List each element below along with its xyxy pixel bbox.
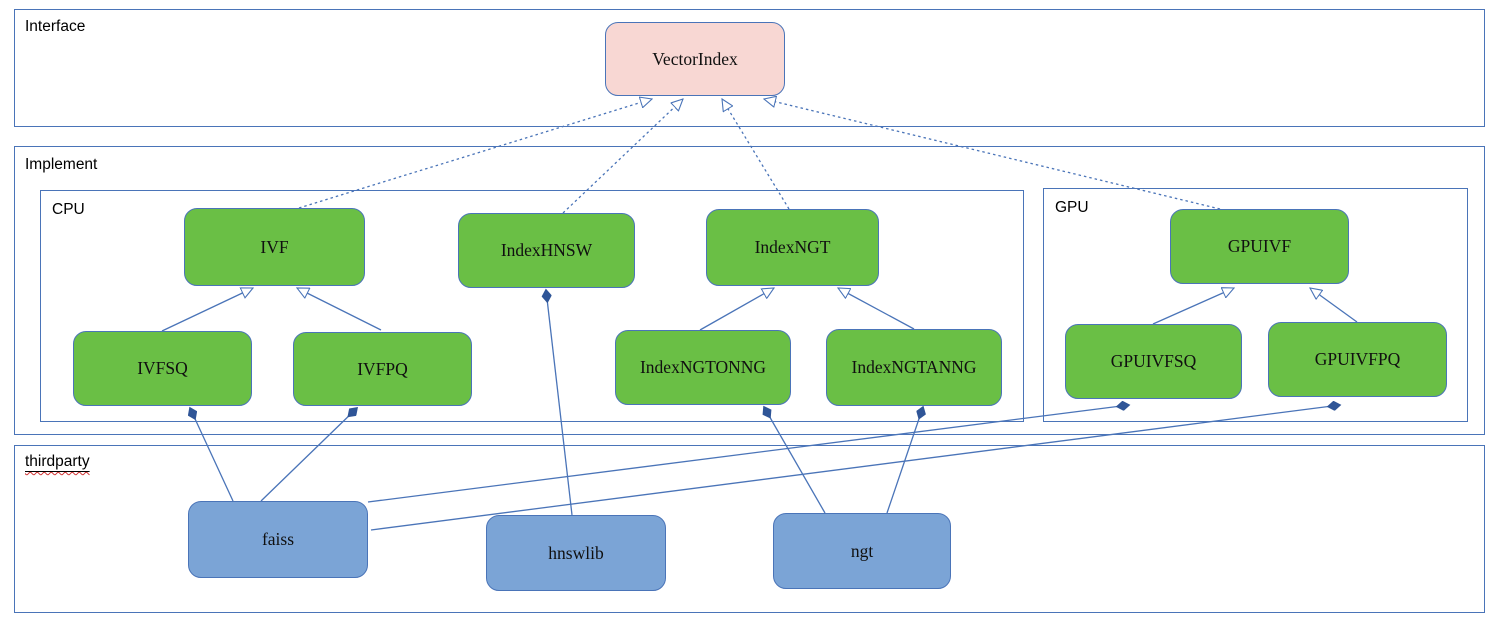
group-cpu-label: CPU <box>52 201 85 218</box>
node-ivf[interactable]: IVF <box>184 208 365 286</box>
node-indexngtanng-label: IndexNGTANNG <box>851 357 977 377</box>
node-indexngt-label: IndexNGT <box>754 237 831 257</box>
group-gpu-label: GPU <box>1055 199 1089 216</box>
node-ngt-label: ngt <box>850 540 874 561</box>
node-gpuivfsq[interactable]: GPUIVFSQ <box>1065 324 1242 399</box>
node-vectorindex-label: VectorIndex <box>652 48 738 69</box>
node-indexhnsw-label: IndexHNSW <box>500 240 593 260</box>
node-hnswlib-label: hnswlib <box>548 542 604 563</box>
node-ivf-label: IVF <box>260 236 289 257</box>
node-gpuivfpq[interactable]: GPUIVFPQ <box>1268 322 1447 397</box>
group-thirdparty-label-text: thirdparty <box>25 453 90 470</box>
node-ngt[interactable]: ngt <box>773 513 951 589</box>
group-interface-label: Interface <box>25 18 86 35</box>
node-indexhnsw[interactable]: IndexHNSW <box>458 213 635 288</box>
node-ivfpq[interactable]: IVFPQ <box>293 332 472 406</box>
node-ivfsq[interactable]: IVFSQ <box>73 331 252 406</box>
node-hnswlib[interactable]: hnswlib <box>486 515 666 591</box>
node-indexngtonng-label: IndexNGTONNG <box>639 357 767 377</box>
node-faiss-label: faiss <box>261 529 295 549</box>
node-gpuivf[interactable]: GPUIVF <box>1170 209 1349 284</box>
node-indexngt[interactable]: IndexNGT <box>706 209 879 286</box>
group-implement-label: Implement <box>25 156 98 173</box>
node-gpuivfsq-label: GPUIVFSQ <box>1110 351 1197 371</box>
node-gpuivfpq-label: GPUIVFPQ <box>1314 349 1401 369</box>
node-ivfpq-label: IVFPQ <box>357 358 408 379</box>
node-ivfsq-label: IVFSQ <box>137 358 188 378</box>
group-thirdparty-label: thirdparty <box>25 453 90 471</box>
node-indexngtanng[interactable]: IndexNGTANNG <box>826 329 1002 406</box>
node-faiss[interactable]: faiss <box>188 501 368 578</box>
node-vectorindex[interactable]: VectorIndex <box>605 22 785 96</box>
node-indexngtonng[interactable]: IndexNGTONNG <box>615 330 791 405</box>
node-gpuivf-label: GPUIVF <box>1227 236 1292 256</box>
